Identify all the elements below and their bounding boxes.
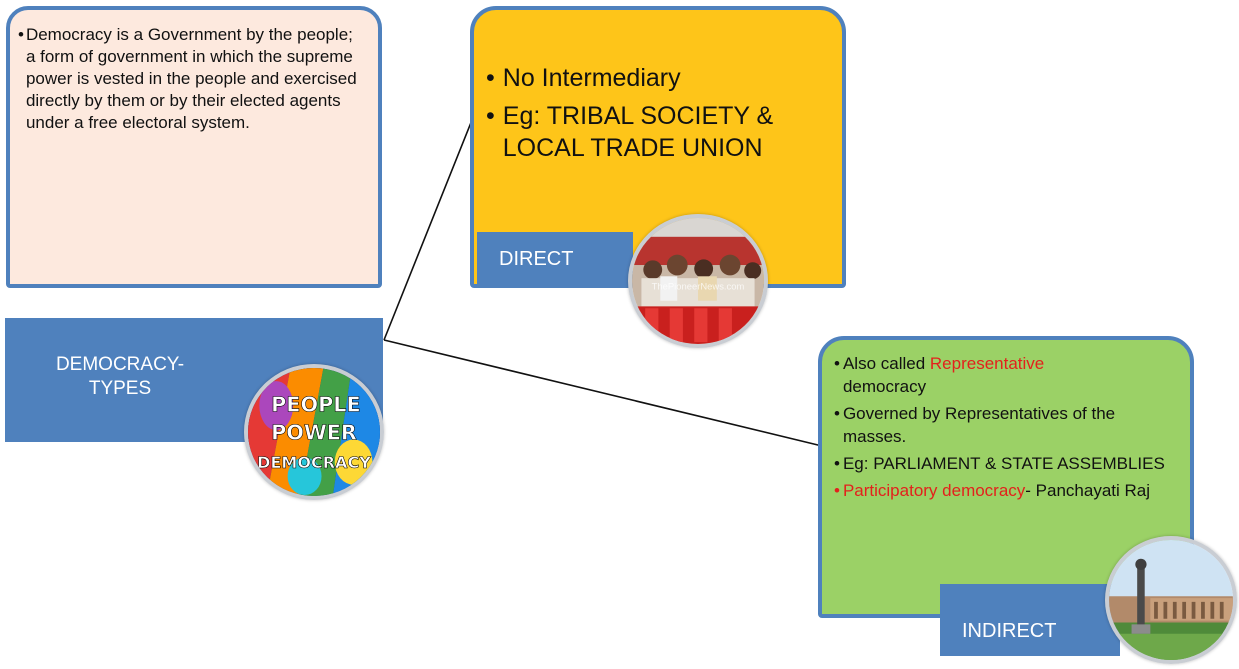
indirect-bullet-1-prefix: Also called — [842, 354, 930, 373]
protest-watermark: ThePioneerNews.com — [652, 280, 745, 291]
connector-to-indirect — [383, 339, 823, 447]
logo-word-democracy: DEMOCRACY — [257, 453, 371, 472]
bullet-marker: • — [834, 354, 840, 373]
types-label-line-2: TYPES — [88, 378, 152, 399]
direct-card: • No Intermediary • Eg: TRIBAL SOCIETY &… — [470, 6, 846, 288]
direct-bullet-1-text: No Intermediary — [502, 64, 681, 92]
bullet-marker: • — [834, 404, 840, 423]
direct-bullet-1: • No Intermediary — [486, 62, 830, 94]
logo-word-people: PEOPLE — [271, 392, 361, 416]
indirect-bullet-1-suffix: democracy — [842, 377, 927, 396]
bullet-marker-red: • — [834, 481, 840, 500]
indirect-bullet-1: • Also called Representative democracy — [834, 352, 1180, 398]
definition-text: Democracy is a Government by the people;… — [25, 25, 357, 132]
indirect-bullet-4-highlight: Participatory democracy — [842, 481, 1026, 500]
logo-word-power: POWER — [271, 421, 357, 445]
people-power-image: PEOPLE POWER DEMOCRACY — [244, 364, 384, 500]
types-label-line-1: DEMOCRACY- — [55, 354, 185, 375]
parliament-photo — [1105, 536, 1237, 664]
direct-bullet-2: • Eg: TRIBAL SOCIETY & LOCAL TRADE UNION — [486, 100, 830, 164]
direct-bullet-2-text: Eg: TRIBAL SOCIETY & LOCAL TRADE UNION — [502, 102, 774, 162]
bullet-marker: • — [486, 64, 495, 92]
indirect-label: INDIRECT — [940, 584, 1120, 656]
indirect-bullet-4: • Participatory democracy- Panchayati Ra… — [834, 479, 1180, 502]
definition-card: • Democracy is a Government by the peopl… — [6, 6, 382, 288]
direct-label: DIRECT — [477, 232, 633, 288]
connector-to-direct — [383, 114, 475, 341]
indirect-bullet-3-text: Eg: PARLIAMENT & STATE ASSEMBLIES — [842, 454, 1165, 473]
protest-photo: ThePioneerNews.com — [628, 214, 768, 348]
indirect-bullet-2: • Governed by Representatives of the mas… — [834, 402, 1180, 448]
indirect-card: • Also called Representative democracy •… — [818, 336, 1194, 618]
indirect-bullet-1-highlight: Representative — [929, 354, 1045, 373]
definition-bullet: • Democracy is a Government by the peopl… — [18, 24, 370, 134]
indirect-bullet-2-text: Governed by Representatives of the masse… — [842, 404, 1116, 446]
bullet-marker: • — [486, 102, 495, 130]
indirect-bullet-4-suffix: - Panchayati Raj — [1025, 481, 1151, 500]
indirect-bullet-3: • Eg: PARLIAMENT & STATE ASSEMBLIES — [834, 452, 1180, 475]
bullet-marker: • — [18, 25, 24, 44]
bullet-marker: • — [834, 454, 840, 473]
